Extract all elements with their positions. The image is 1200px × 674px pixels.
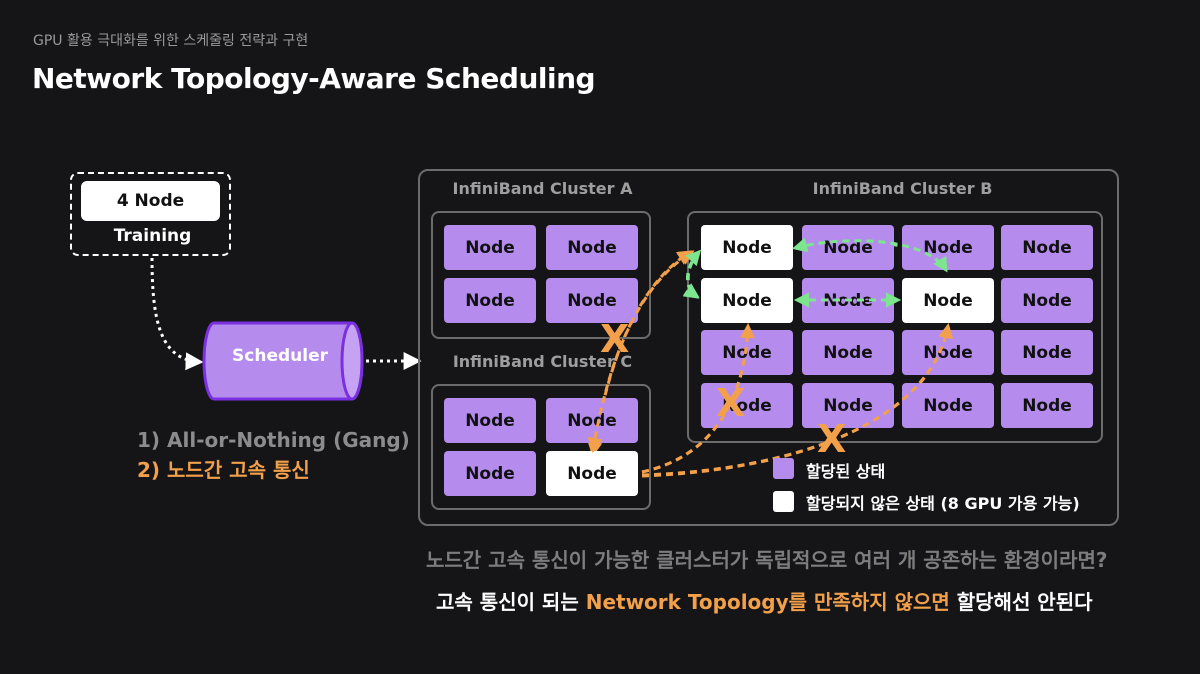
blocked-mark-1: X [600, 317, 629, 361]
infiniband-clusters-frame [418, 169, 1119, 526]
link-c-to-b-left-top [641, 323, 755, 474]
conclusion-highlight: Network Topology를 만족하지 않으면 [585, 590, 950, 614]
cluster-b-label: InfiniBand Cluster B [812, 179, 993, 198]
link-c-to-b-right-top [641, 323, 954, 478]
blocked-mark-2: X [716, 381, 745, 425]
slide-title: Network Topology-Aware Scheduling [32, 62, 596, 95]
legend-allocated-label: 할당된 상태 [806, 462, 886, 481]
cluster-b-node: Node [902, 383, 994, 428]
link-b-top-top [792, 237, 948, 273]
scheduler-label: Scheduler [232, 346, 328, 366]
conclusion-text: 고속 통신이 되는 Network Topology를 만족하지 않으면 할당해… [436, 586, 1093, 615]
link-a-to-b-top [587, 250, 695, 453]
cluster-b-node-free: Node [902, 278, 994, 323]
cluster-b-node: Node [1001, 330, 1093, 375]
job-type-label: Training [113, 226, 192, 246]
job-node-count: 4 Node [81, 181, 220, 221]
cluster-a-label: InfiniBand Cluster A [452, 179, 633, 198]
legend-free-swatch [773, 491, 794, 512]
training-job-box [70, 172, 231, 256]
blocked-mark-3: X [817, 417, 846, 461]
strategy-topology: 2) 노드간 고속 통신 [137, 458, 310, 482]
presentation-subtitle: GPU 활용 극대화를 위한 스케줄링 전략과 구현 [33, 33, 309, 49]
scheduler-cylinder [202, 321, 364, 401]
cluster-b-node: Node [802, 383, 894, 428]
cluster-b-node: Node [802, 330, 894, 375]
cluster-b-node: Node [1001, 383, 1093, 428]
cluster-b-node-free: Node [701, 225, 793, 270]
legend-free-label: 할당되지 않은 상태 (8 GPU 가용 가능) [806, 494, 1080, 513]
cluster-c-node-free: Node [546, 451, 638, 496]
cluster-b-node: Node [701, 383, 793, 428]
cluster-b-node-free: Node [701, 278, 793, 323]
cluster-c-node: Node [444, 398, 536, 443]
conclusion-suffix: 할당해선 안된다 [949, 590, 1093, 614]
conclusion-prefix: 고속 통신이 되는 [436, 590, 586, 614]
cluster-a-node: Node [444, 278, 536, 323]
cluster-b-node: Node [1001, 278, 1093, 323]
link-b-left-top [682, 249, 702, 299]
cluster-a-node: Node [444, 225, 536, 270]
cluster-c-node: Node [444, 451, 536, 496]
legend-allocated-swatch [773, 458, 794, 479]
cluster-c-label: InfiniBand Cluster C [452, 352, 633, 371]
cluster-b-node: Node [1001, 225, 1093, 270]
question-text: 노드간 고속 통신이 가능한 클러스터가 독립적으로 여러 개 공존하는 환경이… [426, 548, 1108, 572]
strategy-gang: 1) All-or-Nothing (Gang) [137, 428, 410, 452]
